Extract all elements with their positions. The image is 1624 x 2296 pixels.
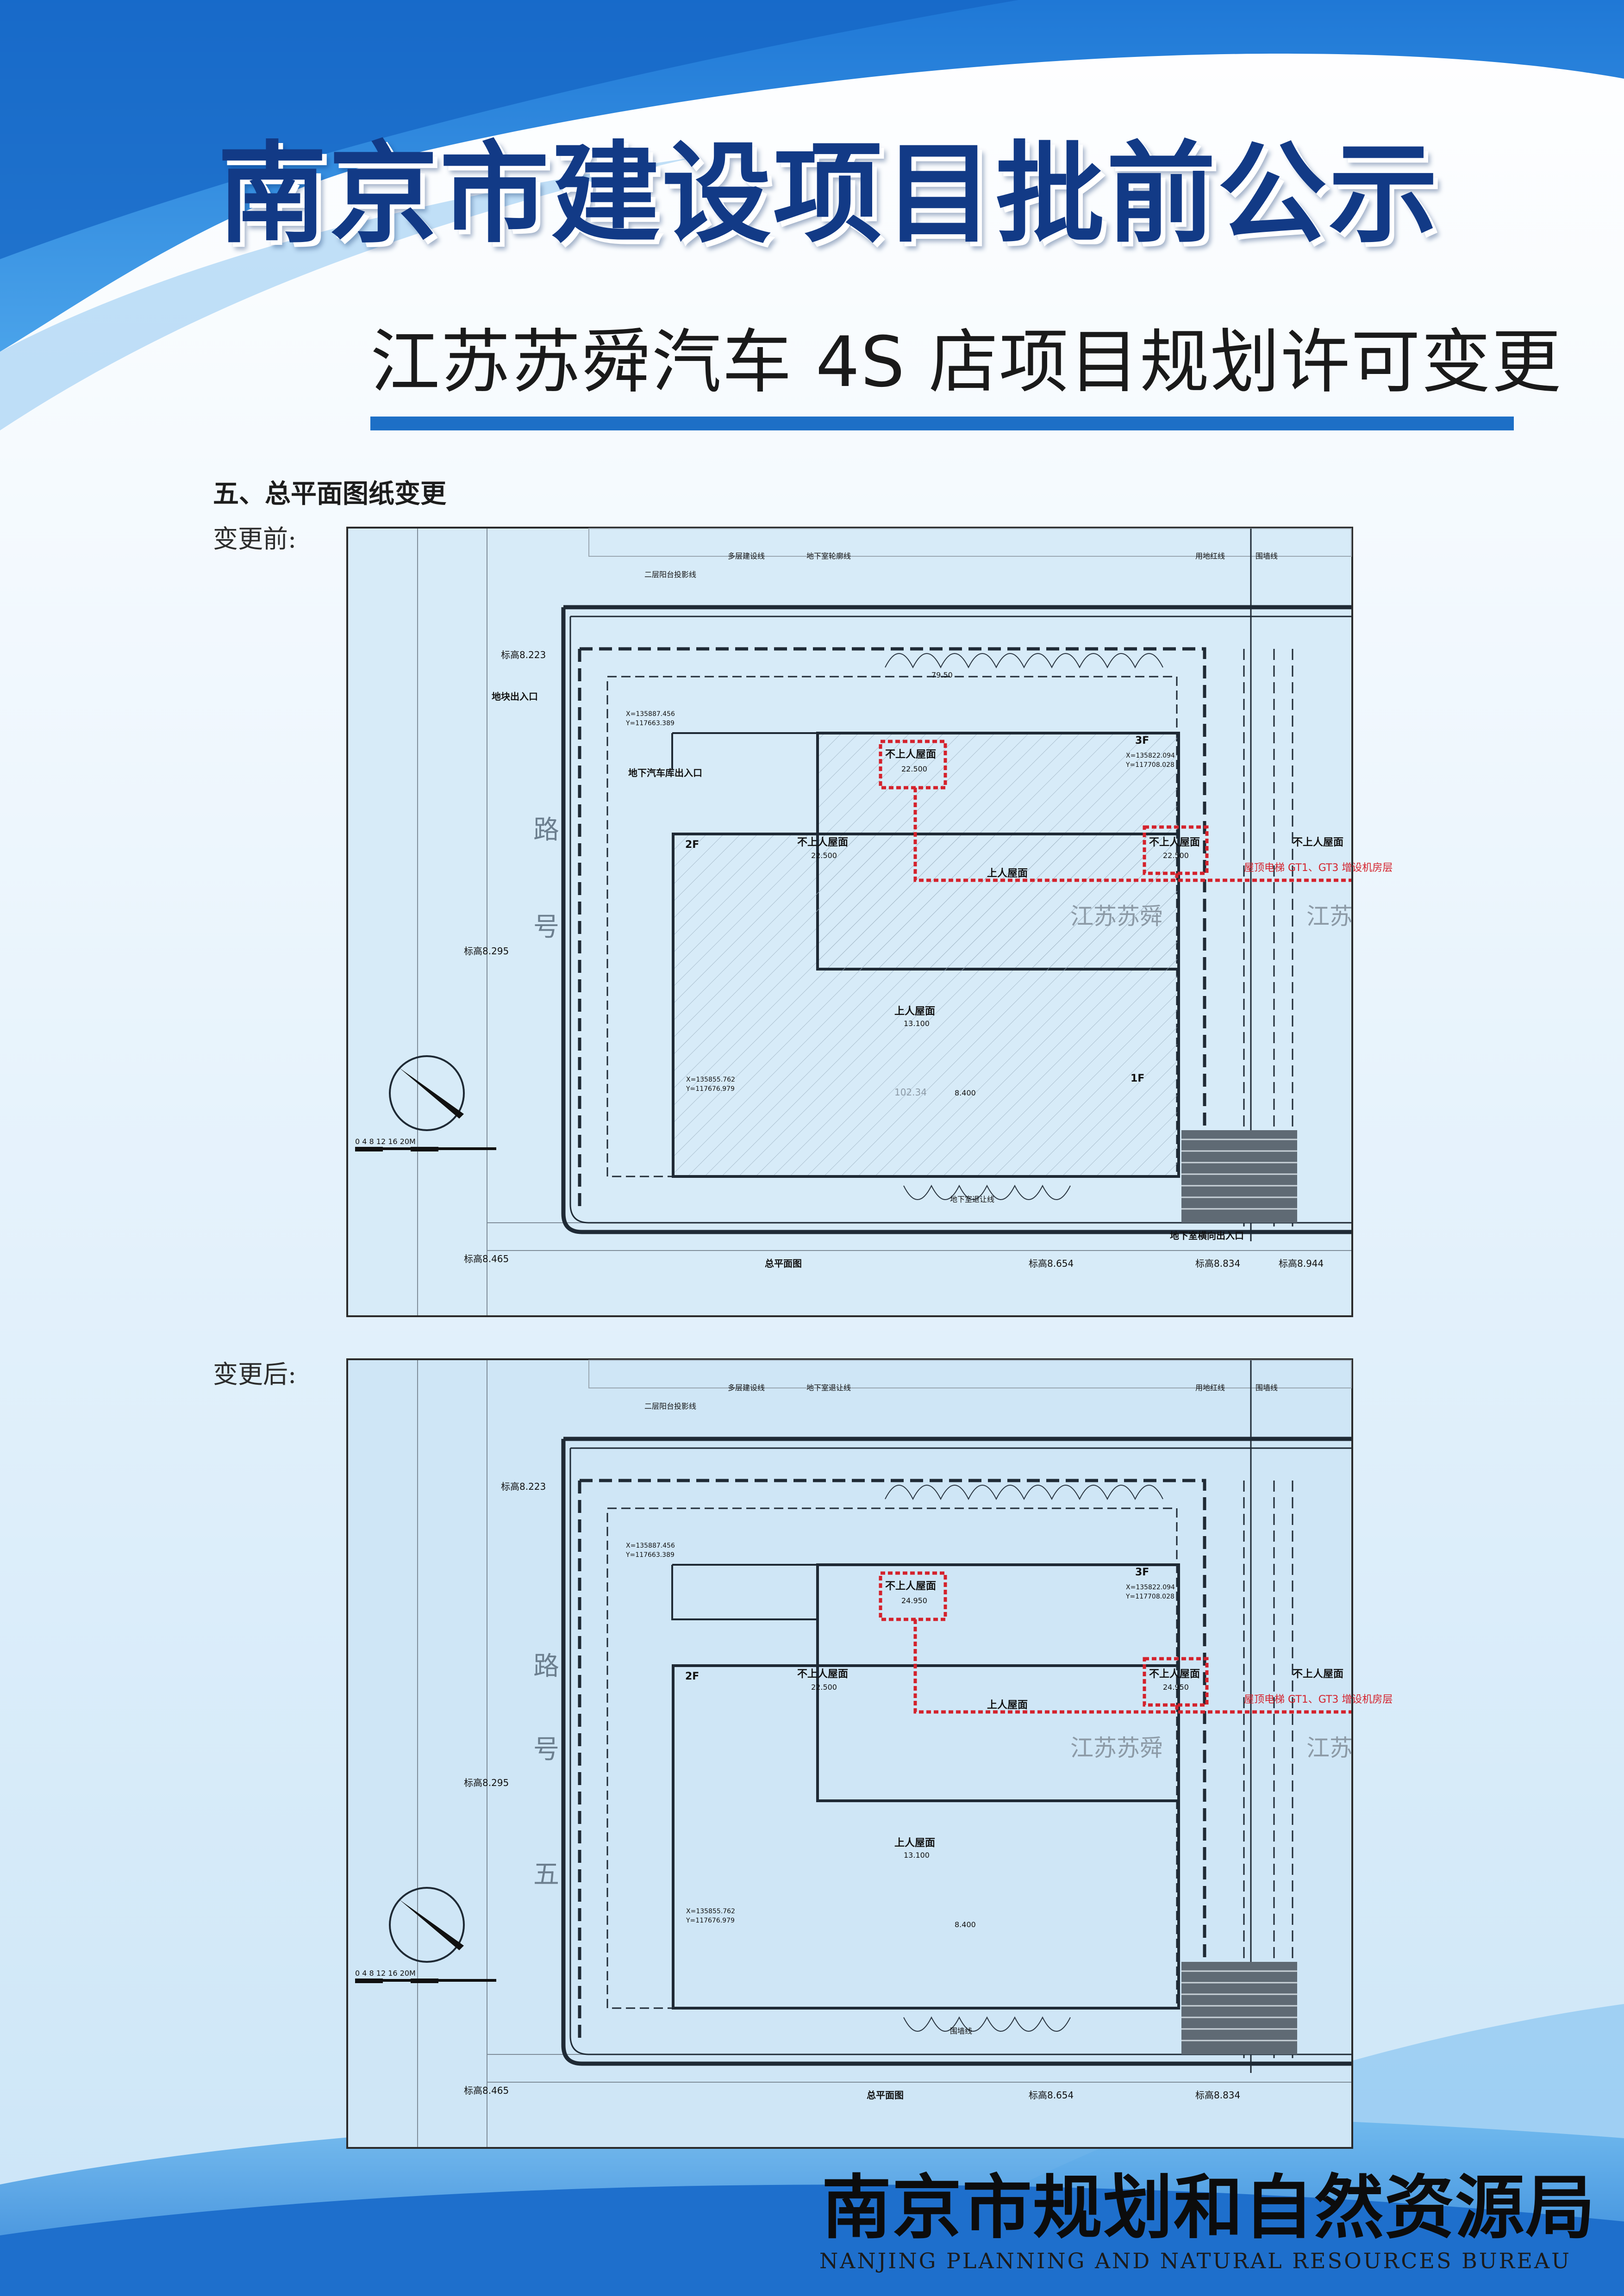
garage-entrance: 地下汽车库出入口 [628, 767, 702, 778]
bureau-name-en: NANJING PLANNING AND NATURAL RESOURCES B… [819, 2248, 1571, 2273]
roof-access-label-1: 上人屋面 [987, 868, 1028, 879]
line-label-d: 用地红线 [1195, 1383, 1225, 1392]
elev-label-5: 8.400 [955, 1920, 976, 1929]
building-name-cut: 江苏 [1306, 903, 1353, 930]
scale-bar-label: 0 4 8 12 16 20M [355, 1137, 416, 1146]
road-char-2: 号 [533, 1735, 559, 1765]
section-heading: 五、总平面图纸变更 [213, 479, 446, 509]
line-label-f: 围墙线 [1255, 552, 1278, 560]
story-3f: 3F [1135, 735, 1149, 747]
coord-6: Y=117676.979 [686, 1917, 735, 1924]
grade-label-g: 标高8.223 [501, 649, 546, 660]
title-underline [370, 417, 1514, 430]
elev-label-2: 24.950 [1163, 1683, 1189, 1692]
road-char-2: 号 [533, 912, 559, 942]
building-name-cut: 江苏 [1306, 1735, 1353, 1761]
line-label-f: 围墙线 [1255, 1383, 1278, 1392]
grade-label-i: 标高8.465 [464, 1253, 509, 1264]
scale-bar-label: 0 4 8 12 16 20M [355, 1969, 416, 1978]
coord-2: Y=117663.389 [625, 1551, 675, 1559]
line-label-a: 多层建设线 [728, 1383, 765, 1392]
elev-label-2: 22.500 [1163, 851, 1189, 860]
elev-label-4: 13.100 [904, 1019, 930, 1028]
road-char-3: 五 [533, 1860, 559, 1890]
line-label-d: 用地红线 [1195, 552, 1225, 560]
elev-label-1: 22.500 [901, 765, 927, 773]
after-label: 变更后: [213, 1360, 297, 1389]
coord-1: X=135887.456 [626, 710, 675, 718]
grade-label-j: 标高8.654 [1029, 2090, 1074, 2101]
roof-access-label-2: 上人屋面 [894, 1837, 935, 1849]
road-char-1: 路 [533, 815, 559, 845]
page-title: 南京市建设项目批前公示 [218, 129, 1440, 258]
before-label: 变更前: [213, 524, 297, 554]
bureau-name-cn: 南京市规划和自然资源局 [822, 2167, 1596, 2248]
roof-label-2: 不上人屋面 [1149, 1668, 1200, 1680]
roof-label-1: 不上人屋面 [885, 1580, 936, 1592]
grade-label-g: 标高8.223 [501, 1481, 546, 1492]
grade-label-h: 标高8.295 [464, 1777, 509, 1788]
elev-label-3: 22.500 [811, 851, 837, 860]
roof-access-label-2: 上人屋面 [894, 1006, 935, 1017]
grade-label-h: 标高8.295 [464, 946, 509, 957]
elev-label-3: 22.500 [811, 1683, 837, 1692]
grade-label-l: 标高8.944 [1279, 1258, 1324, 1269]
line-label-c: 二层阳台投影线 [644, 570, 696, 579]
site-plan-after-drawing: 路 号 五 江苏苏舜 江苏 不上人屋面 24.950 不上人屋面 24.950 … [348, 1360, 1393, 2147]
elev-label-4: 13.100 [904, 1851, 930, 1860]
coord-4: Y=117708.028 [1125, 1593, 1174, 1600]
coord-3: X=135822.094 [1126, 1584, 1175, 1591]
project-subtitle: 江苏苏舜汽车 4S 店项目规划许可变更 [370, 322, 1562, 403]
line-label-e: 地下室退让线 [950, 1195, 994, 1204]
story-2f: 2F [685, 839, 699, 851]
line-label-b: 地下室退让线 [806, 1383, 851, 1392]
line-label-a: 多层建设线 [728, 552, 765, 560]
entrance-bottom: 地下室横向出入口 [1170, 1230, 1244, 1241]
roof-label-3: 不上人屋面 [797, 837, 848, 848]
elev-label-1: 24.950 [901, 1596, 927, 1605]
coord-4: Y=117708.028 [1125, 761, 1174, 769]
plan-title: 总平面图 [867, 2090, 904, 2101]
roof-label-4: 不上人屋面 [1293, 1668, 1343, 1680]
coord-5: X=135855.762 [686, 1908, 735, 1915]
coord-6: Y=117676.979 [686, 1085, 735, 1093]
plan-title: 总平面图 [765, 1258, 802, 1269]
grade-label-i: 标高8.465 [464, 2085, 509, 2096]
building-name: 江苏苏舜 [1070, 903, 1163, 930]
story-2f: 2F [685, 1671, 699, 1682]
site-plan-before-drawing: 路 号 江苏苏舜 江苏 不上人屋面 22.500 不上人屋面 22.500 不上… [348, 528, 1393, 1315]
grade-label-j: 标高8.654 [1029, 1258, 1074, 1269]
road-char-1: 路 [533, 1651, 559, 1681]
coord-1: X=135887.456 [626, 1542, 675, 1549]
story-3f: 3F [1135, 1567, 1149, 1578]
roof-label-4: 不上人屋面 [1293, 837, 1343, 848]
dimension-2: 102.34 [894, 1087, 927, 1098]
line-label-e: 围墙线 [950, 2027, 972, 2035]
change-annotation: 屋顶电梯 GT1、GT3 增设机房层 [1244, 862, 1393, 874]
grade-label-k: 标高8.834 [1195, 2090, 1240, 2101]
roof-label-1: 不上人屋面 [885, 749, 936, 760]
coord-3: X=135822.094 [1126, 752, 1175, 759]
elev-label-5: 8.400 [955, 1089, 976, 1097]
building-name: 江苏苏舜 [1070, 1735, 1163, 1761]
change-annotation: 屋顶电梯 GT1、GT3 增设机房层 [1244, 1694, 1393, 1705]
roof-label-2: 不上人屋面 [1149, 837, 1200, 848]
site-plan-before: 路 号 江苏苏舜 江苏 不上人屋面 22.500 不上人屋面 22.500 不上… [346, 527, 1393, 1317]
dimension-1: 79.50 [931, 671, 953, 679]
story-1f: 1F [1131, 1073, 1144, 1084]
line-label-c: 二层阳台投影线 [644, 1402, 696, 1411]
line-label-b: 地下室轮廓线 [806, 552, 851, 560]
roof-label-3: 不上人屋面 [797, 1668, 848, 1680]
coord-2: Y=117663.389 [625, 720, 675, 727]
entrance-left: 地块出入口 [492, 691, 538, 702]
coord-5: X=135855.762 [686, 1076, 735, 1083]
site-plan-after: 路 号 五 江苏苏舜 江苏 不上人屋面 24.950 不上人屋面 24.950 … [346, 1358, 1393, 2149]
grade-label-k: 标高8.834 [1195, 1258, 1240, 1269]
roof-access-label-1: 上人屋面 [987, 1699, 1028, 1711]
